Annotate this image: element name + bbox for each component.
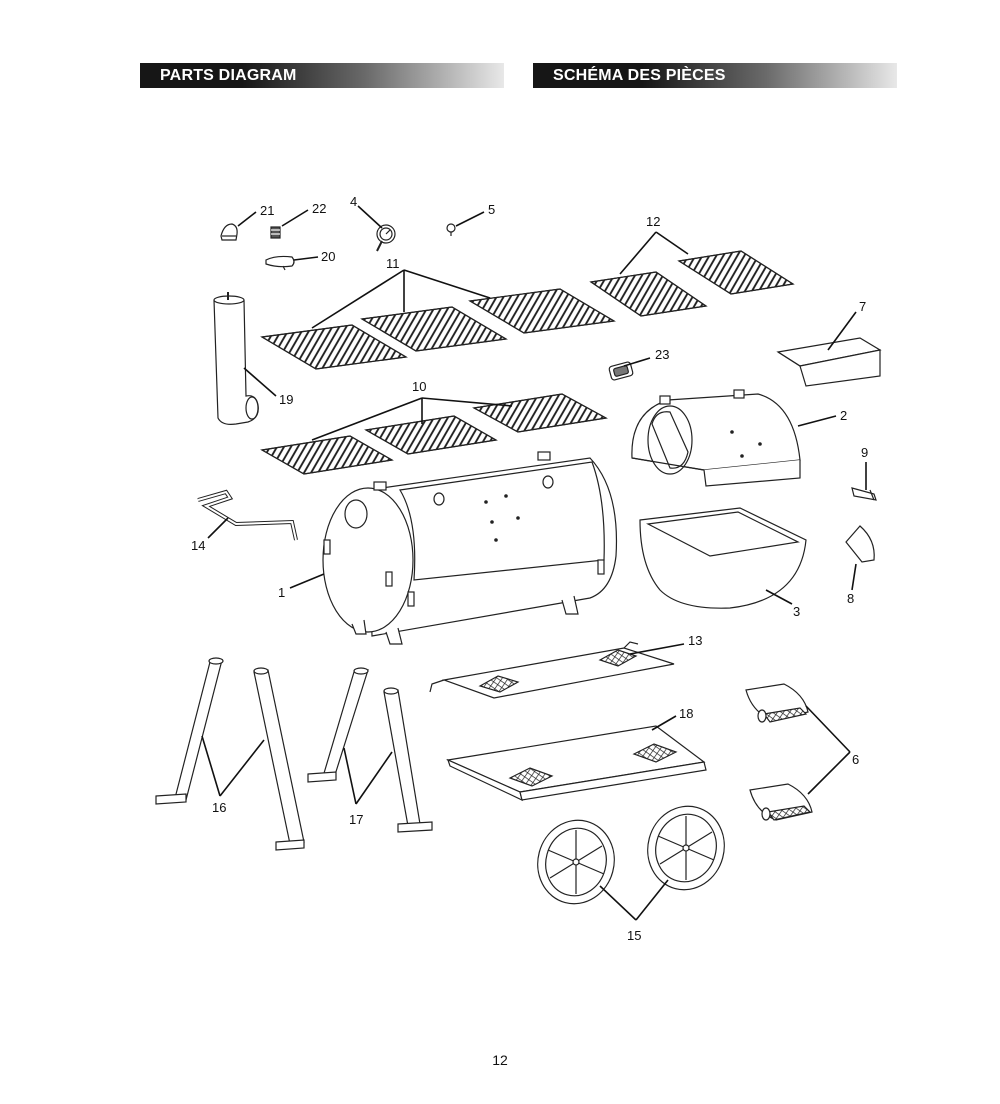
callout-10: 10	[412, 379, 426, 394]
callout-12: 12	[646, 214, 660, 229]
part-11-cooking-grates	[260, 288, 616, 370]
part-4-thermometer	[376, 224, 396, 252]
header-parts-diagram: PARTS DIAGRAM	[140, 63, 504, 88]
part-17-legs	[307, 667, 433, 833]
part-16-legs	[155, 657, 305, 851]
page-number: 12	[492, 1052, 508, 1068]
part-7-side-shelf	[776, 337, 882, 387]
part-1-main-chamber	[322, 451, 618, 645]
callout-15: 15	[627, 928, 641, 943]
callout-20: 20	[321, 249, 335, 264]
callout-13: 13	[688, 633, 702, 648]
header-right-title: SCHÉMA DES PIÈCES	[553, 67, 726, 84]
part-10-warming-grates	[260, 393, 608, 475]
callout-labels: 21 22 4 5 20 11 12 7 23 19 10 2 9 14 1 3…	[191, 194, 868, 943]
part-19-chimney	[213, 292, 259, 425]
header-left-title: PARTS DIAGRAM	[160, 67, 297, 84]
callout-11: 11	[386, 256, 400, 271]
callout-18: 18	[679, 706, 693, 721]
callout-14: 14	[191, 538, 205, 553]
part-8-end-cap	[845, 525, 875, 563]
header-schema-des-pieces: SCHÉMA DES PIÈCES	[533, 63, 897, 88]
part-18-bottom-shelf	[445, 725, 707, 802]
leader-lines	[201, 205, 867, 921]
callout-21: 21	[260, 203, 274, 218]
callout-6: 6	[852, 752, 859, 767]
callout-17: 17	[349, 812, 363, 827]
callout-19: 19	[279, 392, 293, 407]
callout-5: 5	[488, 202, 495, 217]
part-22-spring	[270, 226, 281, 239]
callout-22: 22	[312, 201, 326, 216]
part-20-handle-clip	[265, 255, 295, 271]
callout-9: 9	[861, 445, 868, 460]
callout-2: 2	[840, 408, 847, 423]
callout-16: 16	[212, 800, 226, 815]
callout-3: 3	[793, 604, 800, 619]
part-23-damper	[608, 361, 634, 381]
callout-1: 1	[278, 585, 285, 600]
part-6-charcoal-baskets	[745, 683, 813, 821]
part-2-firebox-lid	[631, 389, 801, 487]
callout-4: 4	[350, 194, 357, 209]
part-12-firebox-grates	[589, 250, 795, 317]
part-13-upper-rack	[429, 641, 675, 699]
callout-23: 23	[655, 347, 669, 362]
part-14-handle	[197, 489, 298, 541]
part-5-bolt	[446, 223, 456, 236]
part-21-knob	[220, 223, 238, 241]
callout-8: 8	[847, 591, 854, 606]
part-3-firebox-bottom	[639, 507, 807, 609]
part-9-latch	[851, 487, 877, 501]
callout-7: 7	[859, 299, 866, 314]
part-15-wheels	[537, 805, 725, 905]
